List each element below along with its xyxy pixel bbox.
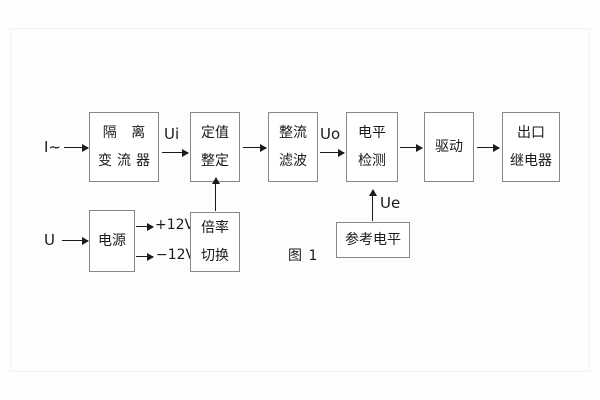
block-reference-level-line-1: 参考电平: [345, 231, 401, 248]
arrow-rectify-to-level-detect: [320, 148, 345, 157]
block-rectify-filter-line-2: 滤波: [279, 152, 307, 169]
block-setting-value-line-1: 定值: [201, 124, 229, 141]
block-level-detect: 电平 检测: [346, 112, 398, 182]
signal-label-ue: Ue: [380, 194, 401, 212]
block-setting-value-line-2: 整定: [201, 152, 229, 169]
signal-label-uo: Uo: [320, 125, 341, 143]
signal-label-voltage-input: U: [44, 231, 55, 249]
block-level-detect-line-1: 电平: [358, 124, 386, 141]
block-setting-value: 定值 整定: [190, 112, 240, 182]
signal-label-ui: Ui: [164, 125, 180, 143]
block-isolation-ct-line-1: 隔 离: [102, 124, 151, 141]
block-drive-line-1: 驱动: [435, 138, 463, 155]
block-output-relay-line-2: 继电器: [510, 152, 552, 169]
block-rectify-filter: 整流 滤波: [268, 112, 318, 182]
arrow-reference-to-level-detect: [368, 189, 377, 221]
block-output-relay-line-1: 出口: [517, 124, 545, 141]
arrow-current-to-isolation: [64, 143, 89, 152]
block-power-supply: 电源: [89, 210, 135, 272]
block-rectify-filter-line-1: 整流: [279, 124, 307, 141]
arrow-voltage-to-power-supply: [62, 236, 89, 245]
arrow-level-detect-to-drive: [400, 143, 423, 152]
block-multiplier-switch-line-2: 切换: [201, 247, 229, 264]
arrow-multiplier-to-setting: [211, 177, 220, 211]
block-multiplier-switch: 倍率 切换: [190, 212, 240, 272]
arrow-isolation-to-setting: [162, 148, 189, 157]
block-reference-level: 参考电平: [336, 222, 410, 258]
block-isolation-ct: 隔 离 变流器: [89, 112, 159, 182]
block-multiplier-switch-line-1: 倍率: [201, 219, 229, 236]
arrow-rail-positive: [136, 222, 154, 231]
arrow-rail-negative: [136, 252, 154, 261]
arrow-setting-to-rectify: [243, 143, 267, 152]
signal-label-rail-negative: −12V: [156, 247, 196, 263]
block-drive: 驱动: [424, 112, 474, 182]
figure-border: [10, 28, 590, 372]
signal-label-rail-positive: +12V: [155, 217, 195, 233]
block-power-supply-line-1: 电源: [98, 232, 126, 249]
signal-label-current-input: I~: [44, 138, 61, 156]
arrow-drive-to-output-relay: [477, 143, 500, 152]
block-output-relay: 出口 继电器: [502, 112, 560, 182]
block-level-detect-line-2: 检测: [358, 152, 386, 169]
block-isolation-ct-line-2: 变流器: [98, 152, 155, 169]
figure-caption: 图 1: [288, 248, 319, 264]
